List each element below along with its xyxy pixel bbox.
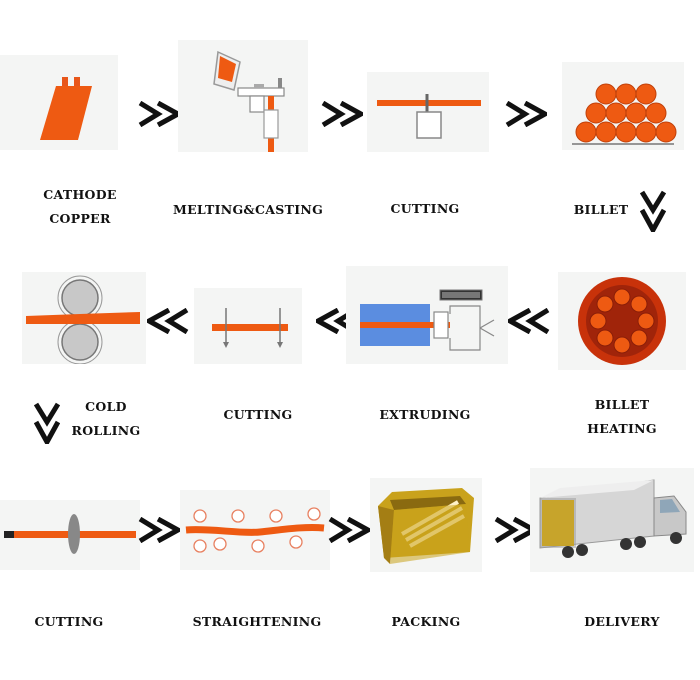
arrow-right-2	[321, 101, 363, 127]
arrow-right-5	[328, 517, 370, 543]
cold-rolling-label-line1: COLD	[85, 399, 127, 414]
extrusion-press-icon	[360, 289, 495, 351]
cutting-label-2: CUTTING	[223, 407, 293, 422]
arrow-right-1	[138, 101, 180, 127]
cutting-label-1: CUTTING	[390, 201, 460, 216]
packing-image	[370, 478, 482, 572]
cathode-copper-label: CATHODE COPPER	[10, 183, 150, 231]
cold-rolling-label: COLD ROLLING	[66, 395, 146, 443]
straightener-icon	[185, 507, 325, 553]
delivery-label: DELIVERY	[584, 614, 660, 629]
cold-rolling-image	[22, 272, 146, 364]
arrow-down-1	[640, 190, 666, 232]
billet-heating-label-line2: HEATING	[587, 421, 657, 436]
cathode-copper-image	[0, 55, 118, 150]
arrow-left-3	[508, 308, 550, 334]
arrow-left-1	[147, 308, 189, 334]
melting-casting-image	[178, 40, 308, 152]
cutting-image-1	[367, 72, 489, 152]
billet-image	[562, 62, 684, 150]
delivery-image	[530, 468, 694, 572]
extruding-image	[346, 266, 508, 364]
melting-furnace-icon	[213, 50, 285, 152]
packing-label: PACKING	[391, 614, 461, 629]
rolling-mill-icon	[26, 275, 140, 364]
saw-cutter-icon	[377, 94, 481, 139]
cathode-label-line2: COPPER	[49, 211, 111, 226]
heated-billet-icon	[578, 277, 666, 365]
wooden-crate-icon	[378, 488, 474, 564]
cold-rolling-label-line2: ROLLING	[71, 423, 141, 438]
billet-heating-image	[558, 272, 686, 370]
extruding-label: EXTRUDING	[379, 407, 471, 422]
arrow-down-2	[34, 402, 60, 444]
straightening-label: STRAIGHTENING	[192, 614, 322, 629]
melting-casting-label: MELTING&CASTING	[172, 202, 324, 217]
straightening-image	[180, 490, 330, 570]
arrow-right-4	[138, 517, 180, 543]
truck-icon	[539, 479, 687, 558]
cutting-image-3	[0, 500, 140, 570]
saw-cutter-icon	[4, 514, 136, 554]
arrow-right-3	[505, 101, 547, 127]
billet-heating-label: BILLET HEATING	[570, 393, 674, 441]
cathode-label-line1: CATHODE	[43, 187, 117, 202]
billet-label: BILLET	[573, 202, 629, 217]
billet-heating-label-line1: BILLET	[594, 397, 650, 412]
cutting-label-3: CUTTING	[34, 614, 104, 629]
saw-cutter-icon	[212, 308, 288, 348]
copper-plate-icon	[40, 77, 92, 140]
cutting-image-2	[194, 288, 302, 364]
billet-stack-icon	[572, 83, 677, 145]
